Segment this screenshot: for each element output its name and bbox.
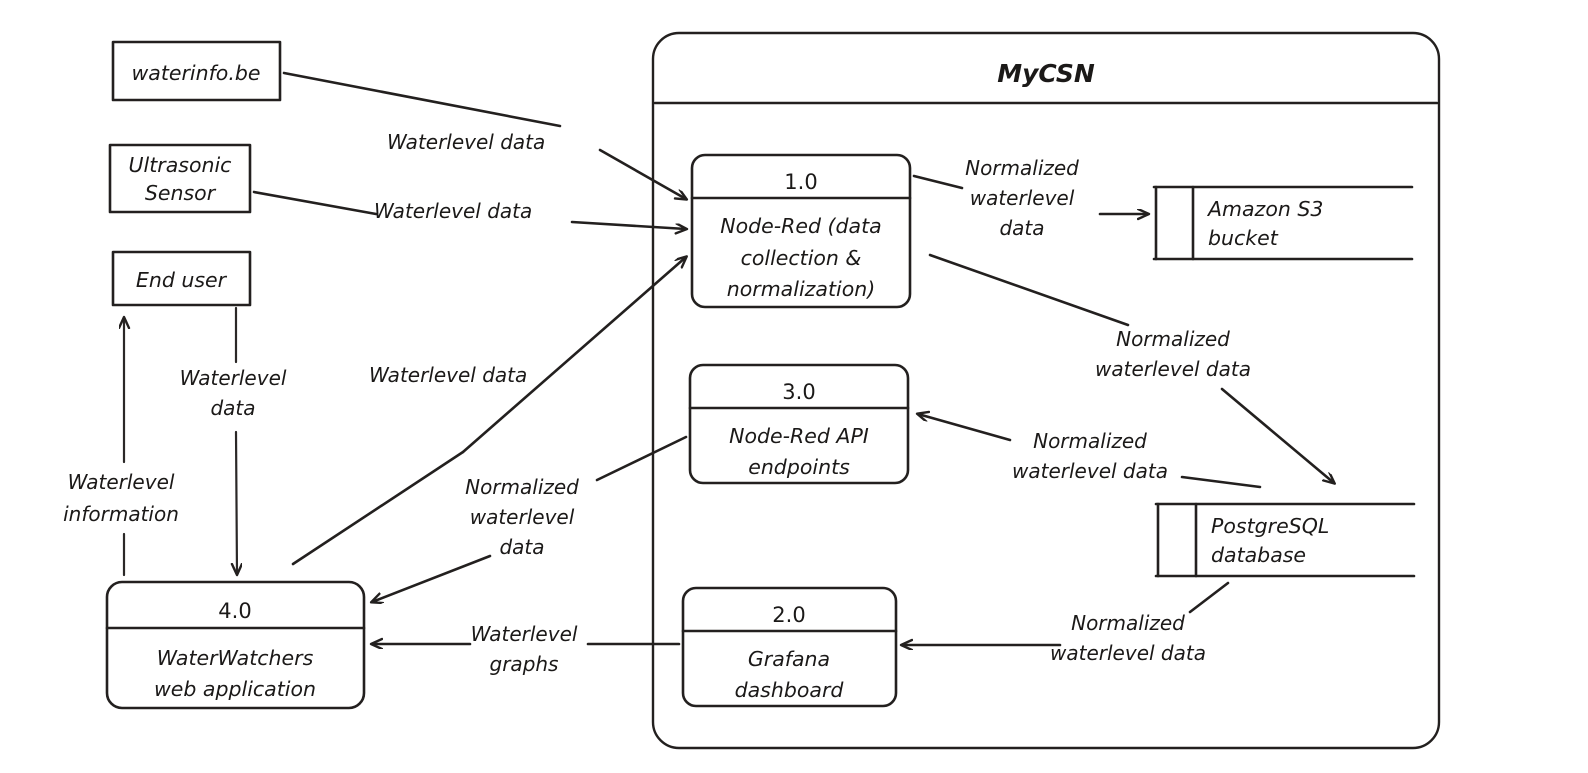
flow-label-f10-line2: data — [210, 396, 255, 420]
external-entity-end-user: End user — [111, 250, 252, 307]
data-store-postgresql: PostgreSQL database — [1154, 502, 1416, 578]
data-store-amazon-s3: Amazon S3 bucket — [1152, 185, 1414, 261]
flow-waterinfo-to-process1: Waterlevel data — [282, 71, 686, 199]
system-title: MyCSN — [997, 59, 1095, 88]
process-number-3: 3.0 — [782, 380, 815, 404]
entity-label-ultrasonic-line2: Sensor — [145, 181, 217, 205]
process-name-3-line2: endpoints — [748, 455, 850, 479]
flow-label-f5-line1: Normalized — [1116, 327, 1230, 351]
process-3-node-red-api: 3.0 Node-Red API endpoints — [688, 363, 910, 485]
flow-label-f11-line1: Waterlevel — [68, 470, 175, 494]
external-entity-ultrasonic-sensor: Ultrasonic Sensor — [108, 143, 252, 214]
process-2-grafana-dashboard: 2.0 Grafana dashboard — [681, 586, 898, 708]
flow-label-f5-line2: waterlevel data — [1095, 357, 1251, 381]
flow-label-f8-line1: Normalized — [1071, 611, 1185, 635]
process-name-4-line2: web application — [154, 677, 316, 701]
flow-process2-to-process4: Waterlevel graphs — [372, 622, 681, 676]
flow-label-f1: Waterlevel data — [387, 130, 545, 154]
flow-postgresql-to-process2: Normalized waterlevel data — [902, 581, 1230, 665]
process-number-1: 1.0 — [784, 170, 817, 194]
data-store-label-s3-line2: bucket — [1208, 226, 1279, 250]
process-name-2-line1: Grafana — [748, 647, 830, 671]
flow-label-f4-line3: data — [999, 216, 1044, 240]
data-store-label-pg-line2: database — [1211, 543, 1306, 567]
flow-label-f2: Waterlevel data — [374, 199, 532, 223]
flow-process3-to-process4: Normalized waterlevel data — [372, 435, 688, 602]
entity-label-end-user: End user — [136, 268, 228, 292]
flow-process4-to-process1: Waterlevel data — [291, 257, 686, 566]
external-entity-waterinfo: waterinfo.be — [111, 40, 282, 102]
flow-process1-to-s3: Normalized waterlevel data — [912, 156, 1148, 240]
process-name-1-line1: Node-Red (data — [720, 214, 881, 238]
flow-label-f10-line1: Waterlevel — [180, 366, 287, 390]
flow-label-f4-line2: waterlevel — [970, 186, 1075, 210]
flow-end-user-to-process4: Waterlevel data — [180, 306, 287, 574]
data-store-label-s3-line1: Amazon S3 — [1206, 197, 1323, 221]
process-1-node-red-collection: 1.0 Node-Red (data collection & normaliz… — [690, 153, 912, 309]
flow-postgresql-to-process3: Normalized waterlevel data — [918, 414, 1262, 489]
entity-label-ultrasonic-line1: Ultrasonic — [129, 153, 232, 177]
process-name-2-line2: dashboard — [735, 678, 845, 702]
flow-label-f7-line3: data — [499, 535, 544, 559]
flow-label-f4-line1: Normalized — [965, 156, 1079, 180]
flow-label-f11-line2: information — [63, 502, 179, 526]
data-store-label-pg-line1: PostgreSQL — [1211, 514, 1329, 538]
flow-process4-to-end-user: Waterlevel information — [63, 318, 179, 577]
flow-process1-to-postgresql: Normalized waterlevel data — [928, 253, 1334, 483]
flow-label-f3: Waterlevel data — [369, 363, 527, 387]
flow-ultrasonic-to-process1: Waterlevel data — [252, 190, 686, 229]
flow-label-f9-line2: graphs — [490, 652, 559, 676]
process-4-waterwatchers-web-app: 4.0 WaterWatchers web application — [105, 580, 366, 710]
flow-label-f7-line1: Normalized — [465, 475, 579, 499]
flow-label-f8-line2: waterlevel data — [1050, 641, 1206, 665]
flow-label-f6-line2: waterlevel data — [1012, 459, 1168, 483]
entity-label-waterinfo: waterinfo.be — [132, 61, 261, 85]
flow-label-f7-line2: waterlevel — [470, 505, 575, 529]
process-number-4: 4.0 — [218, 599, 251, 623]
flow-label-f9-line1: Waterlevel — [471, 622, 578, 646]
process-name-3-line1: Node-Red API — [729, 424, 869, 448]
process-name-1-line3: normalization) — [727, 277, 875, 301]
flow-label-f6-line1: Normalized — [1033, 429, 1147, 453]
process-number-2: 2.0 — [772, 603, 805, 627]
process-name-1-line2: collection & — [741, 246, 862, 270]
process-name-4-line1: WaterWatchers — [157, 646, 314, 670]
